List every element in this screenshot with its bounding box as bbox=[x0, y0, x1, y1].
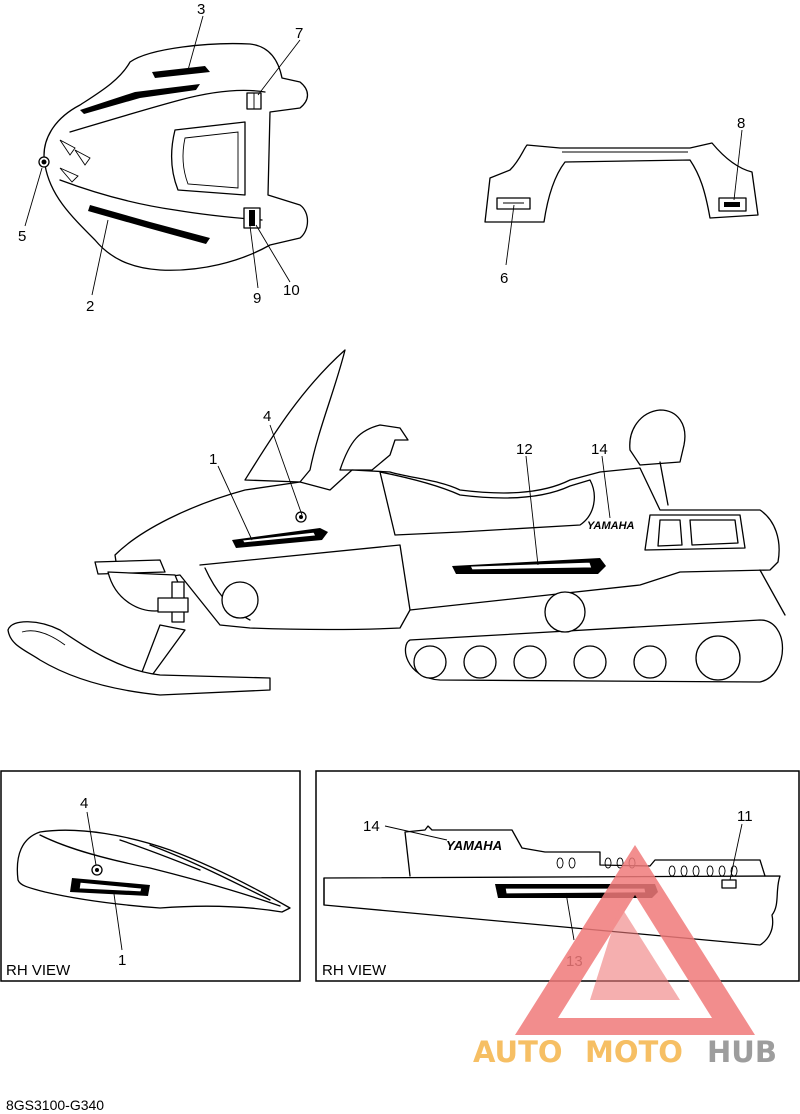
callout-7: 7 bbox=[295, 25, 303, 42]
callout-9: 9 bbox=[253, 290, 261, 307]
rear-bumper-drawing bbox=[484, 142, 759, 223]
leader-p2-14 bbox=[384, 825, 448, 841]
callout-4: 4 bbox=[263, 408, 271, 425]
yamaha-decal-panel: YAMAHA bbox=[446, 838, 502, 853]
snowmobile-leaders bbox=[217, 424, 611, 566]
callout-p1-1: 1 bbox=[118, 952, 126, 969]
callout-p1-4: 4 bbox=[80, 795, 88, 812]
callout-6: 6 bbox=[500, 270, 508, 287]
leader-p1-1 bbox=[113, 893, 123, 951]
callout-3: 3 bbox=[197, 1, 205, 18]
yamaha-decal-main: YAMAHA bbox=[587, 520, 635, 532]
watermark-moto: MOTO bbox=[585, 1035, 683, 1069]
callout-10: 10 bbox=[283, 282, 300, 299]
snowmobile-drawing bbox=[7, 349, 786, 696]
callout-1: 1 bbox=[209, 451, 217, 468]
leader-8 bbox=[733, 129, 743, 201]
rh-hood-drawing bbox=[16, 829, 291, 913]
document-number: 8GS3100-G340 bbox=[6, 1097, 105, 1113]
hood-leaders bbox=[24, 15, 301, 296]
leader-p2-11 bbox=[729, 823, 743, 881]
callout-2: 2 bbox=[86, 298, 94, 315]
callout-p2-11: 11 bbox=[737, 808, 753, 825]
callout-14: 14 bbox=[591, 441, 608, 458]
leader-p2-13 bbox=[565, 892, 575, 941]
left-view-label: RH VIEW bbox=[6, 962, 71, 979]
leader-6 bbox=[505, 204, 515, 266]
watermark-hub: HUB bbox=[707, 1035, 777, 1069]
callout-p2-14: 14 bbox=[363, 818, 380, 835]
rh-body-drawing bbox=[323, 825, 781, 946]
callout-12: 12 bbox=[516, 441, 533, 458]
watermark-auto: AUTO bbox=[473, 1035, 563, 1069]
leader-p1-4 bbox=[86, 811, 97, 866]
callout-5: 5 bbox=[18, 228, 26, 245]
callout-8: 8 bbox=[737, 115, 745, 132]
right-view-label: RH VIEW bbox=[322, 962, 387, 979]
hood-drawing bbox=[38, 43, 309, 271]
watermark-logo: AUTO MOTO HUB bbox=[473, 845, 777, 1069]
left-view-panel bbox=[0, 770, 301, 982]
